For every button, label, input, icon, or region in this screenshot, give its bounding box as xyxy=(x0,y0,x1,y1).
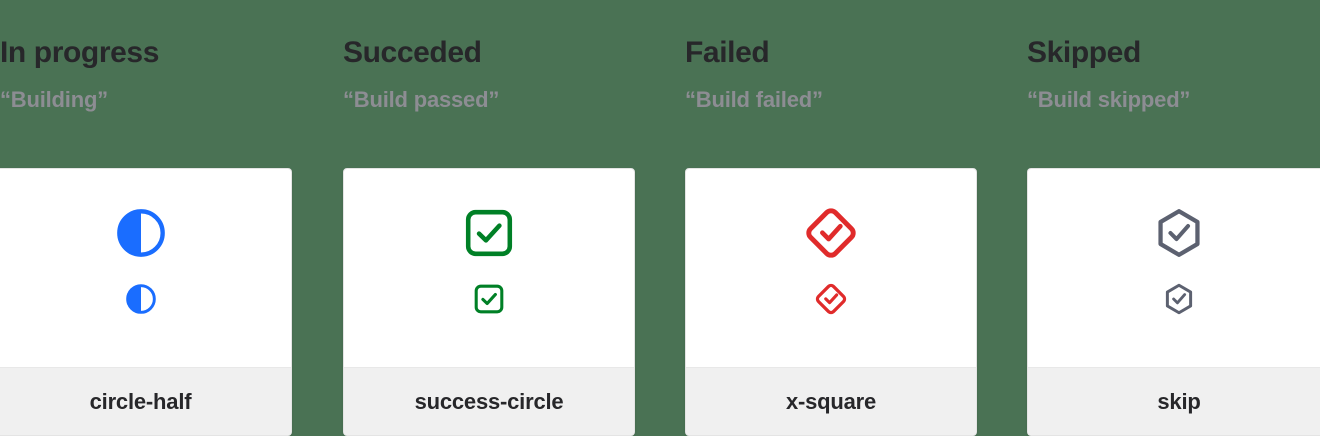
column-title: Failed xyxy=(685,36,770,69)
icon-name-label: x-square xyxy=(785,388,877,414)
skip-icon xyxy=(1162,282,1196,316)
icon-name-label: circle-half xyxy=(89,388,192,414)
status-column-succeded: Succeded “Build passed” xyxy=(343,0,635,436)
icon-card-footer: x-square xyxy=(686,367,976,435)
icon-card-body xyxy=(1028,169,1320,367)
icon-preview-large xyxy=(1028,205,1320,261)
icon-preview-large xyxy=(0,205,291,261)
icon-name-label: skip xyxy=(1157,388,1201,414)
icon-card-x-square[interactable]: x-square xyxy=(685,168,977,436)
circle-half-icon xyxy=(125,283,157,315)
icon-preview-small xyxy=(1028,281,1320,317)
column-subtitle: “Build skipped” xyxy=(1027,87,1191,112)
icon-card-footer: circle-half xyxy=(0,367,291,435)
icon-preview-small xyxy=(344,281,634,317)
icon-preview-large xyxy=(686,205,976,261)
skip-icon xyxy=(1152,206,1206,260)
column-subtitle: “Build failed” xyxy=(685,87,823,112)
icon-preview-small xyxy=(686,281,976,317)
icon-card-body xyxy=(686,169,976,367)
x-square-icon xyxy=(814,282,848,316)
icon-card-skip[interactable]: skip xyxy=(1027,168,1320,436)
icon-card-footer: success-circle xyxy=(344,367,634,435)
icon-preview-small xyxy=(0,281,291,317)
circle-half-icon xyxy=(115,207,167,259)
status-column-skipped: Skipped “Build skipped” xyxy=(1027,0,1320,436)
column-title: Skipped xyxy=(1027,36,1141,69)
icon-card-body xyxy=(0,169,291,367)
status-column-failed: Failed “Build failed” xyxy=(685,0,977,436)
x-square-icon xyxy=(803,205,859,261)
icon-name-label: success-circle xyxy=(414,388,564,414)
column-subtitle: “Build passed” xyxy=(343,87,500,112)
column-title: Succeded xyxy=(343,36,482,69)
success-circle-icon xyxy=(463,207,515,259)
icon-preview-large xyxy=(344,205,634,261)
icon-card-circle-half[interactable]: circle-half xyxy=(0,168,292,436)
column-subtitle: “Building” xyxy=(0,87,108,112)
column-title: In progress xyxy=(0,36,159,69)
icon-card-footer: skip xyxy=(1028,367,1320,435)
success-circle-icon xyxy=(473,283,505,315)
icon-card-success-circle[interactable]: success-circle xyxy=(343,168,635,436)
icon-card-body xyxy=(344,169,634,367)
status-column-in-progress: In progress “Building” xyxy=(0,0,292,436)
